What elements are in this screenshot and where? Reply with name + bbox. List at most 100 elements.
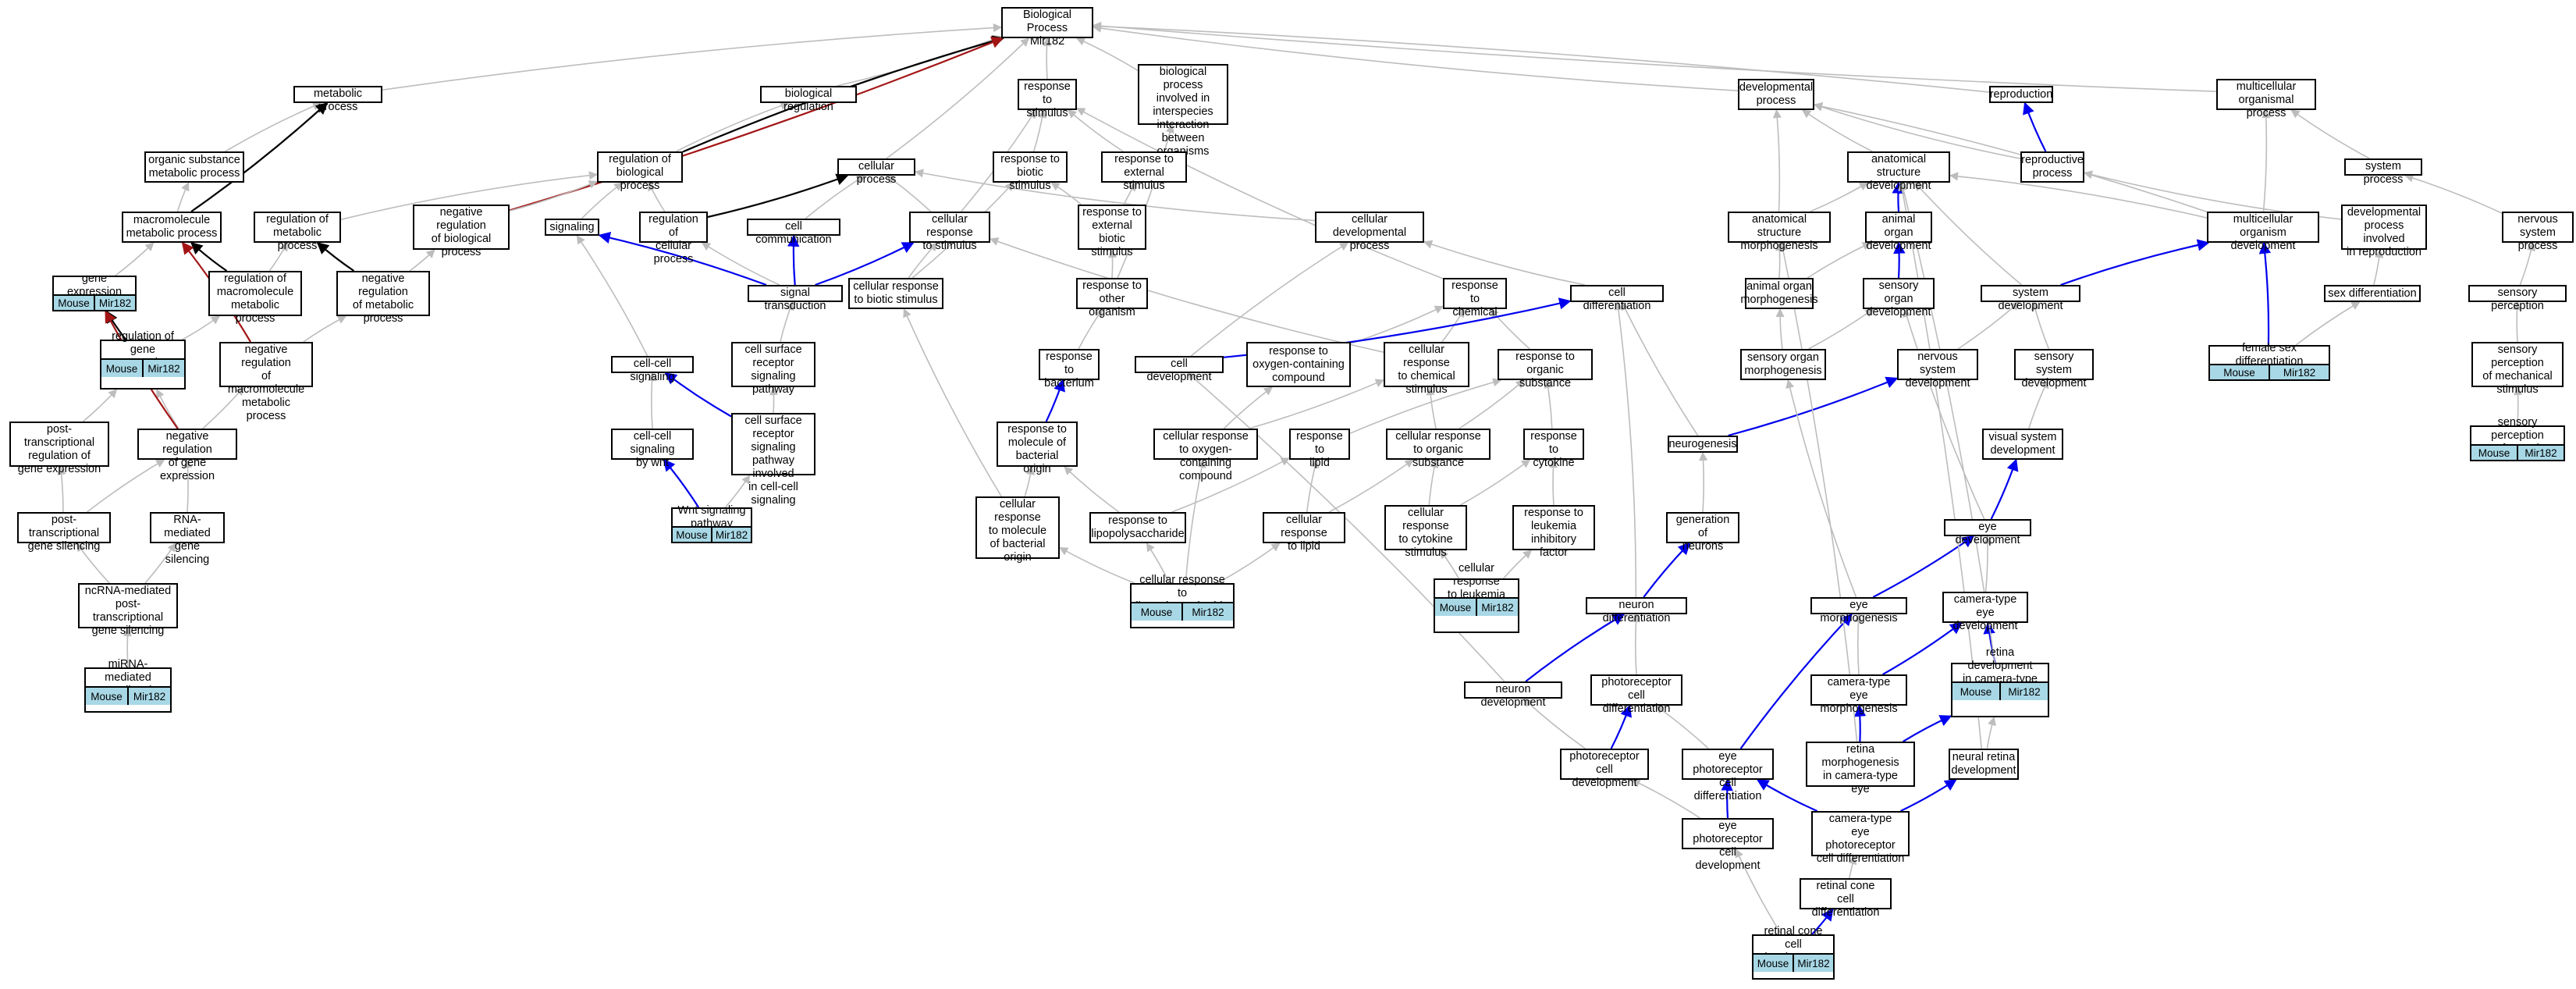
go-term-node-signaling[interactable]: signaling	[545, 219, 599, 236]
go-term-node-breg[interactable]: biological regulation	[760, 86, 857, 113]
go-term-node-crlipid[interactable]: cellular response to lipid	[1263, 512, 1345, 553]
go-term-node-ccwnt[interactable]: cell-cell signaling by wnt	[611, 429, 694, 469]
go-term-node-asdev[interactable]: anatomical structure development	[1847, 151, 1950, 192]
go-term-node-celldevproc[interactable]: cellular developmental process	[1315, 212, 1424, 252]
go-term-node-nsproc[interactable]: nervous system process	[2502, 212, 2574, 252]
go-term-node-rbiotic[interactable]: response to biotic stimulus	[993, 151, 1068, 192]
go-term-node-repro[interactable]: reproduction	[1989, 86, 2053, 103]
go-term-node-cellproc[interactable]: cellular process	[837, 158, 915, 186]
go-term-node-macro[interactable]: macromolecule metabolic process	[122, 212, 222, 243]
go-term-node-sysdev[interactable]: system development	[1981, 285, 2080, 312]
go-term-node-neurdev[interactable]: neuron development	[1464, 681, 1562, 709]
go-term-node-asmorph[interactable]: anatomical structure morphogenesis	[1728, 212, 1831, 252]
go-term-node-crmolbact[interactable]: cellular response to molecule of bacteri…	[975, 496, 1060, 564]
go-term-node-crorgsub[interactable]: cellular response to organic substance	[1386, 429, 1491, 469]
go-term-node-cteyedev[interactable]: camera-type eye development	[1942, 592, 2028, 632]
go-term-node-cteyephoto[interactable]: camera-type eye photoreceptor cell diffe…	[1811, 811, 1910, 865]
go-term-node-rorgsub[interactable]: response to organic substance	[1498, 349, 1593, 390]
go-term-node-celldiff[interactable]: cell differentiation	[1570, 285, 1664, 312]
go-term-node-rconedev[interactable]: retinal cone cell developmentMouseMir182	[1752, 925, 1835, 980]
go-term-node-rstim[interactable]: response to stimulus	[1018, 79, 1077, 119]
go-term-node-rmolbact[interactable]: response to molecule of bacterial origin	[997, 422, 1078, 475]
go-term-node-mirna[interactable]: miRNA-mediated gene silencingMouseMir182	[84, 658, 172, 713]
go-term-node-negregbp[interactable]: negative regulation of biological proces…	[413, 205, 510, 258]
go-term-node-sodev[interactable]: sensory organ development	[1863, 278, 1935, 318]
go-term-node-spmech[interactable]: sensory perception of mechanical stimulu…	[2471, 342, 2564, 396]
go-term-node-celldev[interactable]: cell development	[1135, 356, 1224, 383]
go-term-node-sigtrans[interactable]: signal transduction	[748, 285, 843, 312]
go-term-node-eyedev[interactable]: eye development	[1944, 519, 2031, 546]
go-term-node-rotherorg[interactable]: response to other organism	[1076, 278, 1148, 318]
go-term-node-aomorph[interactable]: animal organ morphogenesis	[1740, 278, 1818, 309]
go-term-node-crlps[interactable]: cellular response to lipopolysaccharideM…	[1130, 574, 1235, 628]
go-term-node-csrspcc[interactable]: cell surface receptor signaling pathway …	[731, 413, 815, 507]
go-term-node-eyephotodev[interactable]: eye photoreceptor cell development	[1682, 818, 1774, 872]
go-term-node-nsdev[interactable]: nervous system development	[1897, 349, 1978, 390]
go-term-node-ssdev[interactable]: sensory system development	[2014, 349, 2094, 390]
go-term-node-photodiff[interactable]: photoreceptor cell differentiation	[1590, 674, 1682, 715]
go-term-node-rbact[interactable]: response to bacterium	[1039, 349, 1100, 390]
go-term-node-croxy[interactable]: cellular response to oxygen-containing c…	[1153, 429, 1258, 482]
go-term-node-devrepro[interactable]: developmental process involved in reprod…	[2341, 205, 2427, 258]
go-term-node-spsound[interactable]: sensory perception of soundMouseMir182	[2470, 416, 2565, 461]
go-term-node-cellcomm[interactable]: cell communication	[747, 219, 840, 246]
go-term-node-rcyto[interactable]: response to cytokine	[1523, 429, 1584, 469]
go-term-node-bp[interactable]: Biological Process Mir182	[1001, 7, 1093, 48]
go-term-node-ptsil[interactable]: post-transcriptional gene silencing	[17, 512, 111, 553]
go-term-node-genneur[interactable]: generation of neurons	[1666, 512, 1739, 553]
go-term-node-crcyto[interactable]: cellular response to cytokine stimulus	[1384, 505, 1467, 559]
go-term-node-photodev[interactable]: photoreceptor cell development	[1560, 749, 1649, 789]
go-term-node-neurret[interactable]: neural retina development	[1949, 749, 2019, 780]
go-term-node-crchem[interactable]: cellular response to chemical stimulus	[1384, 342, 1469, 396]
go-term-node-orgsub[interactable]: organic substance metabolic process	[144, 151, 244, 183]
go-term-node-eyemorph[interactable]: eye morphogenesis	[1810, 597, 1907, 624]
go-term-node-eyephotodiff[interactable]: eye photoreceptor cell differentiation	[1682, 749, 1774, 802]
go-term-node-roxy[interactable]: response to oxygen-containing compound	[1246, 342, 1351, 387]
go-term-node-rconediff[interactable]: retinal cone cell differentiation	[1800, 878, 1892, 919]
go-term-node-regcell[interactable]: regulation of cellular process	[639, 212, 708, 265]
go-term-node-crlif[interactable]: cellular response to leukemia inhibitory…	[1434, 562, 1519, 633]
go-term-node-neurogen[interactable]: neurogenesis	[1668, 436, 1738, 453]
go-term-node-meta[interactable]: metabolic process	[293, 86, 382, 113]
go-term-node-repproc[interactable]: reproductive process	[2020, 151, 2084, 183]
go-term-node-rlipid[interactable]: response to lipid	[1289, 429, 1350, 469]
go-term-node-rnasil[interactable]: RNA-mediated gene silencing	[150, 512, 225, 566]
go-term-node-rextbio[interactable]: response to external biotic stimulus	[1078, 205, 1146, 258]
go-term-node-regmeta[interactable]: regulation of metabolic process	[254, 212, 341, 252]
go-term-node-csrsp[interactable]: cell surface receptor signaling pathway	[731, 342, 815, 396]
go-term-node-aodev[interactable]: animal organ development	[1865, 212, 1932, 252]
go-term-node-sexdiff[interactable]: sex differentiation	[2324, 285, 2421, 302]
go-term-label: response to stimulus	[1024, 80, 1071, 119]
go-term-node-rchem[interactable]: response to chemical	[1443, 278, 1507, 318]
go-term-node-rlps[interactable]: response to lipopolysaccharide	[1089, 512, 1186, 543]
go-term-node-retdev[interactable]: retina development in camera-type eyeMou…	[1951, 646, 2049, 717]
go-term-node-sysproc[interactable]: system process	[2344, 158, 2422, 186]
go-term-node-cresp[interactable]: cellular response to stimulus	[909, 212, 990, 252]
go-term-node-ptreg[interactable]: post-transcriptional regulation of gene …	[9, 422, 109, 475]
go-term-node-ncrna[interactable]: ncRNA-mediated post-transcriptional gene…	[78, 583, 178, 637]
go-term-node-mod[interactable]: multicellular organism development	[2207, 212, 2319, 252]
go-term-node-regmacro[interactable]: regulation of macromolecule metabolic pr…	[208, 271, 302, 325]
go-term-node-multi[interactable]: multicellular organismal process	[2216, 79, 2316, 119]
go-term-node-dev[interactable]: developmental process	[1738, 79, 1814, 110]
go-term-node-somorph[interactable]: sensory organ morphogenesis	[1740, 349, 1826, 380]
go-term-node-interorg[interactable]: biological process involved in interspec…	[1138, 64, 1228, 158]
go-term-node-ccsig[interactable]: cell-cell signaling	[611, 356, 694, 383]
go-term-node-rlif[interactable]: response to leukemia inhibitory factor	[1512, 505, 1595, 559]
go-term-node-neurdiff[interactable]: neuron differentiation	[1586, 597, 1687, 624]
go-term-node-retmorph[interactable]: retina morphogenesis in camera-type eye	[1806, 742, 1915, 795]
go-term-node-crbiotic[interactable]: cellular response to biotic stimulus	[848, 278, 943, 309]
go-term-node-negregmacro[interactable]: negative regulation of macromolecule met…	[219, 342, 313, 422]
go-term-node-cteyemorph[interactable]: camera-type eye morphogenesis	[1810, 674, 1907, 715]
go-term-node-negregmeta[interactable]: negative regulation of metabolic process	[336, 271, 430, 325]
go-term-node-rext[interactable]: response to external stimulus	[1101, 151, 1187, 192]
go-term-node-visdev[interactable]: visual system development	[1982, 429, 2063, 460]
go-term-label: regulation of gene expression	[112, 329, 174, 369]
go-term-node-negreggene[interactable]: negative regulation of gene expression	[137, 429, 237, 482]
go-term-node-sensperc[interactable]: sensory perception	[2468, 285, 2567, 312]
go-term-node-regbp[interactable]: regulation of biological process	[597, 151, 683, 192]
